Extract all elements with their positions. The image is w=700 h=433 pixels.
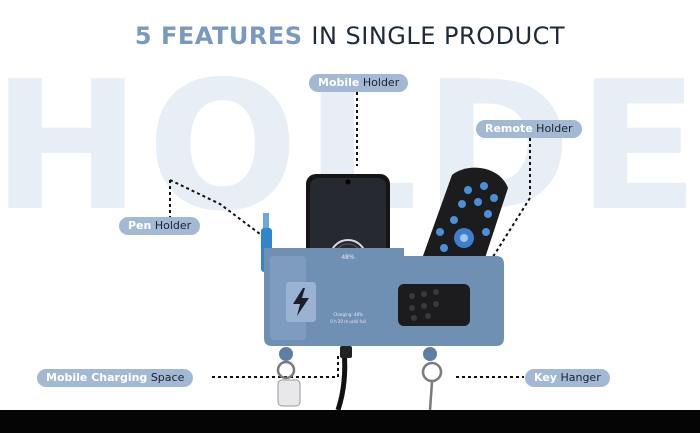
phone-screen: 48% Charging: 48% 0 h 20 m until full xyxy=(310,178,386,342)
label-remote-holder: Remote Holder xyxy=(476,120,582,138)
charging-cable xyxy=(335,349,348,411)
label-mobile-holder: Mobile Holder xyxy=(309,74,409,92)
label-key-hanger: Key Hanger xyxy=(525,369,610,387)
bottom-band xyxy=(0,410,700,433)
headline-rest: IN SINGLE PRODUCT xyxy=(311,22,566,50)
label-pen-holder: Pen Holder xyxy=(119,217,201,235)
headline: 5 FEATURES IN SINGLE PRODUCT xyxy=(0,22,700,50)
key-icon xyxy=(276,360,443,411)
lightning-bolt-icon xyxy=(293,288,309,316)
charge-percent: 48% xyxy=(341,254,355,261)
charge-status: Charging: 48% xyxy=(333,312,363,317)
headline-accent: 5 FEATURES xyxy=(134,22,303,50)
label-mobile-charging-space: Mobile Charging Space xyxy=(37,369,194,387)
charge-substatus: 0 h 20 m until full xyxy=(330,319,366,324)
